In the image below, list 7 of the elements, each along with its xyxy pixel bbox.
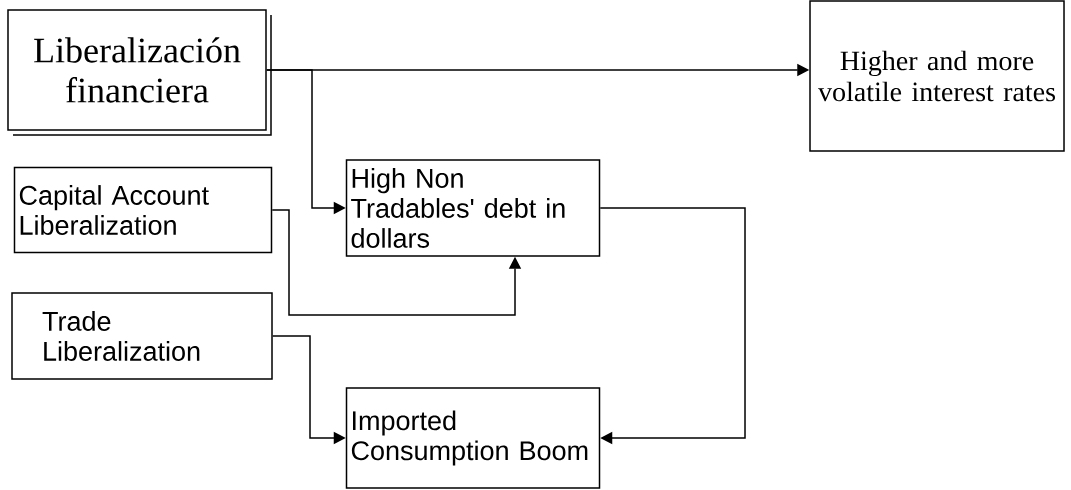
text-box: Imported Consumption Boom [345,387,601,489]
text-box: Liberalización financiera [7,9,267,131]
text-box: Trade Liberalization [11,292,273,380]
text-box: Higher and more volatile interest rates [809,0,1065,152]
arrow [599,207,746,445]
text-box: High Non Tradables' debt in dollars [345,159,601,257]
text-box: Capital Account Liberalization [13,166,273,254]
